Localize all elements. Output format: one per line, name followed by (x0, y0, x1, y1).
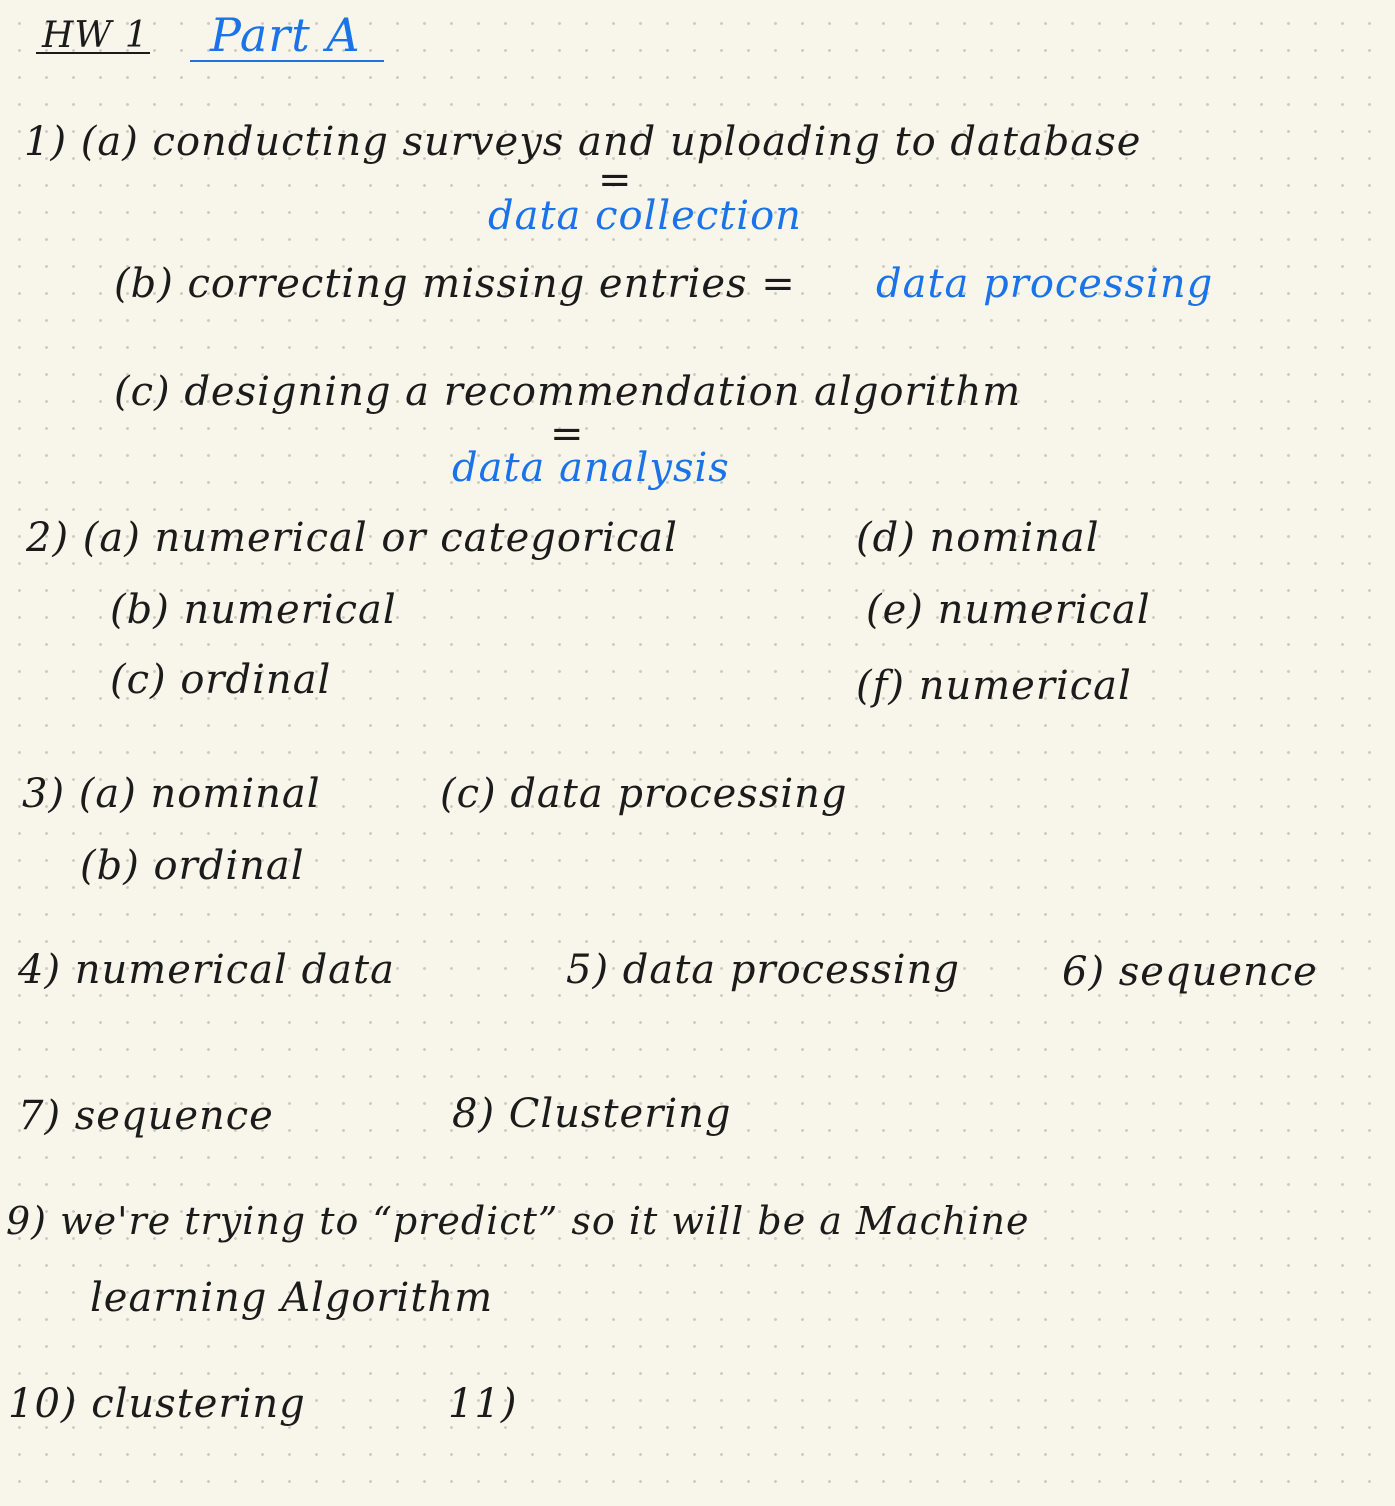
q6: 6) sequence (1062, 949, 1318, 995)
q2-a: 2) (a) numerical or categorical (26, 515, 678, 561)
q5: 5) data processing (566, 947, 960, 993)
q3-c: (c) data processing (440, 771, 848, 817)
part-underline (190, 60, 384, 62)
q4: 4) numerical data (18, 947, 395, 993)
hw-underline (36, 52, 150, 54)
q2-f: (f) numerical (856, 663, 1132, 709)
q2-b: (b) numerical (110, 587, 397, 633)
q3-a: 3) (a) nominal (22, 771, 321, 817)
q2-e: (e) numerical (866, 587, 1151, 633)
q8: 8) Clustering (452, 1091, 732, 1137)
q1-a-text: 1) (a) conducting surveys and uploading … (24, 119, 1142, 165)
q1-b-answer: data processing (876, 261, 1214, 307)
hw-label: HW 1 (42, 15, 149, 56)
part-title: Part A (210, 8, 361, 62)
q9-line1: 9) we're trying to “predict” so it will … (6, 1199, 1030, 1243)
q3-b: (b) ordinal (80, 843, 305, 889)
q1-b-text: (b) correcting missing entries = (114, 261, 796, 307)
q1-c-text: (c) designing a recommendation algorithm (114, 369, 1022, 415)
q1-a-equals: = (598, 157, 633, 203)
q2-c: (c) ordinal (110, 657, 332, 703)
q2-d: (d) nominal (856, 515, 1100, 561)
q11: 11) (448, 1381, 518, 1427)
q7: 7) sequence (18, 1093, 274, 1139)
q1-c-equals: = (550, 411, 585, 457)
q9-line2: learning Algorithm (90, 1275, 494, 1321)
q1-c-answer: data analysis (452, 445, 730, 491)
q1-a-answer: data collection (488, 193, 802, 239)
q10: 10) clustering (8, 1381, 306, 1427)
